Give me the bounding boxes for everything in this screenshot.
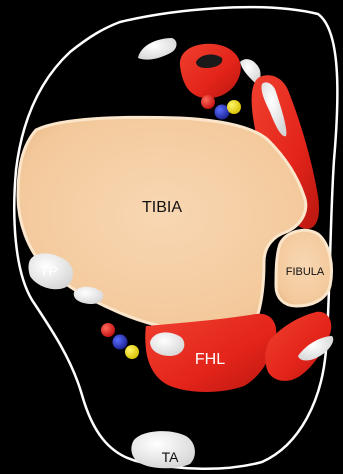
label-fhl: FHL xyxy=(195,351,225,368)
posterior-vein xyxy=(113,335,128,350)
anterior-nerve xyxy=(227,100,241,114)
posterior-artery xyxy=(101,323,115,337)
label-tp: TP xyxy=(40,263,58,279)
posterior-nerve xyxy=(125,345,139,359)
label-tibia: TIBIA xyxy=(142,199,182,216)
muscle-top xyxy=(180,44,241,99)
label-ta: TA xyxy=(162,449,180,465)
tendon-top-left xyxy=(138,38,177,60)
anterior-artery xyxy=(201,95,215,109)
label-fibula: FIBULA xyxy=(286,266,325,278)
tibia-bone xyxy=(18,117,306,334)
